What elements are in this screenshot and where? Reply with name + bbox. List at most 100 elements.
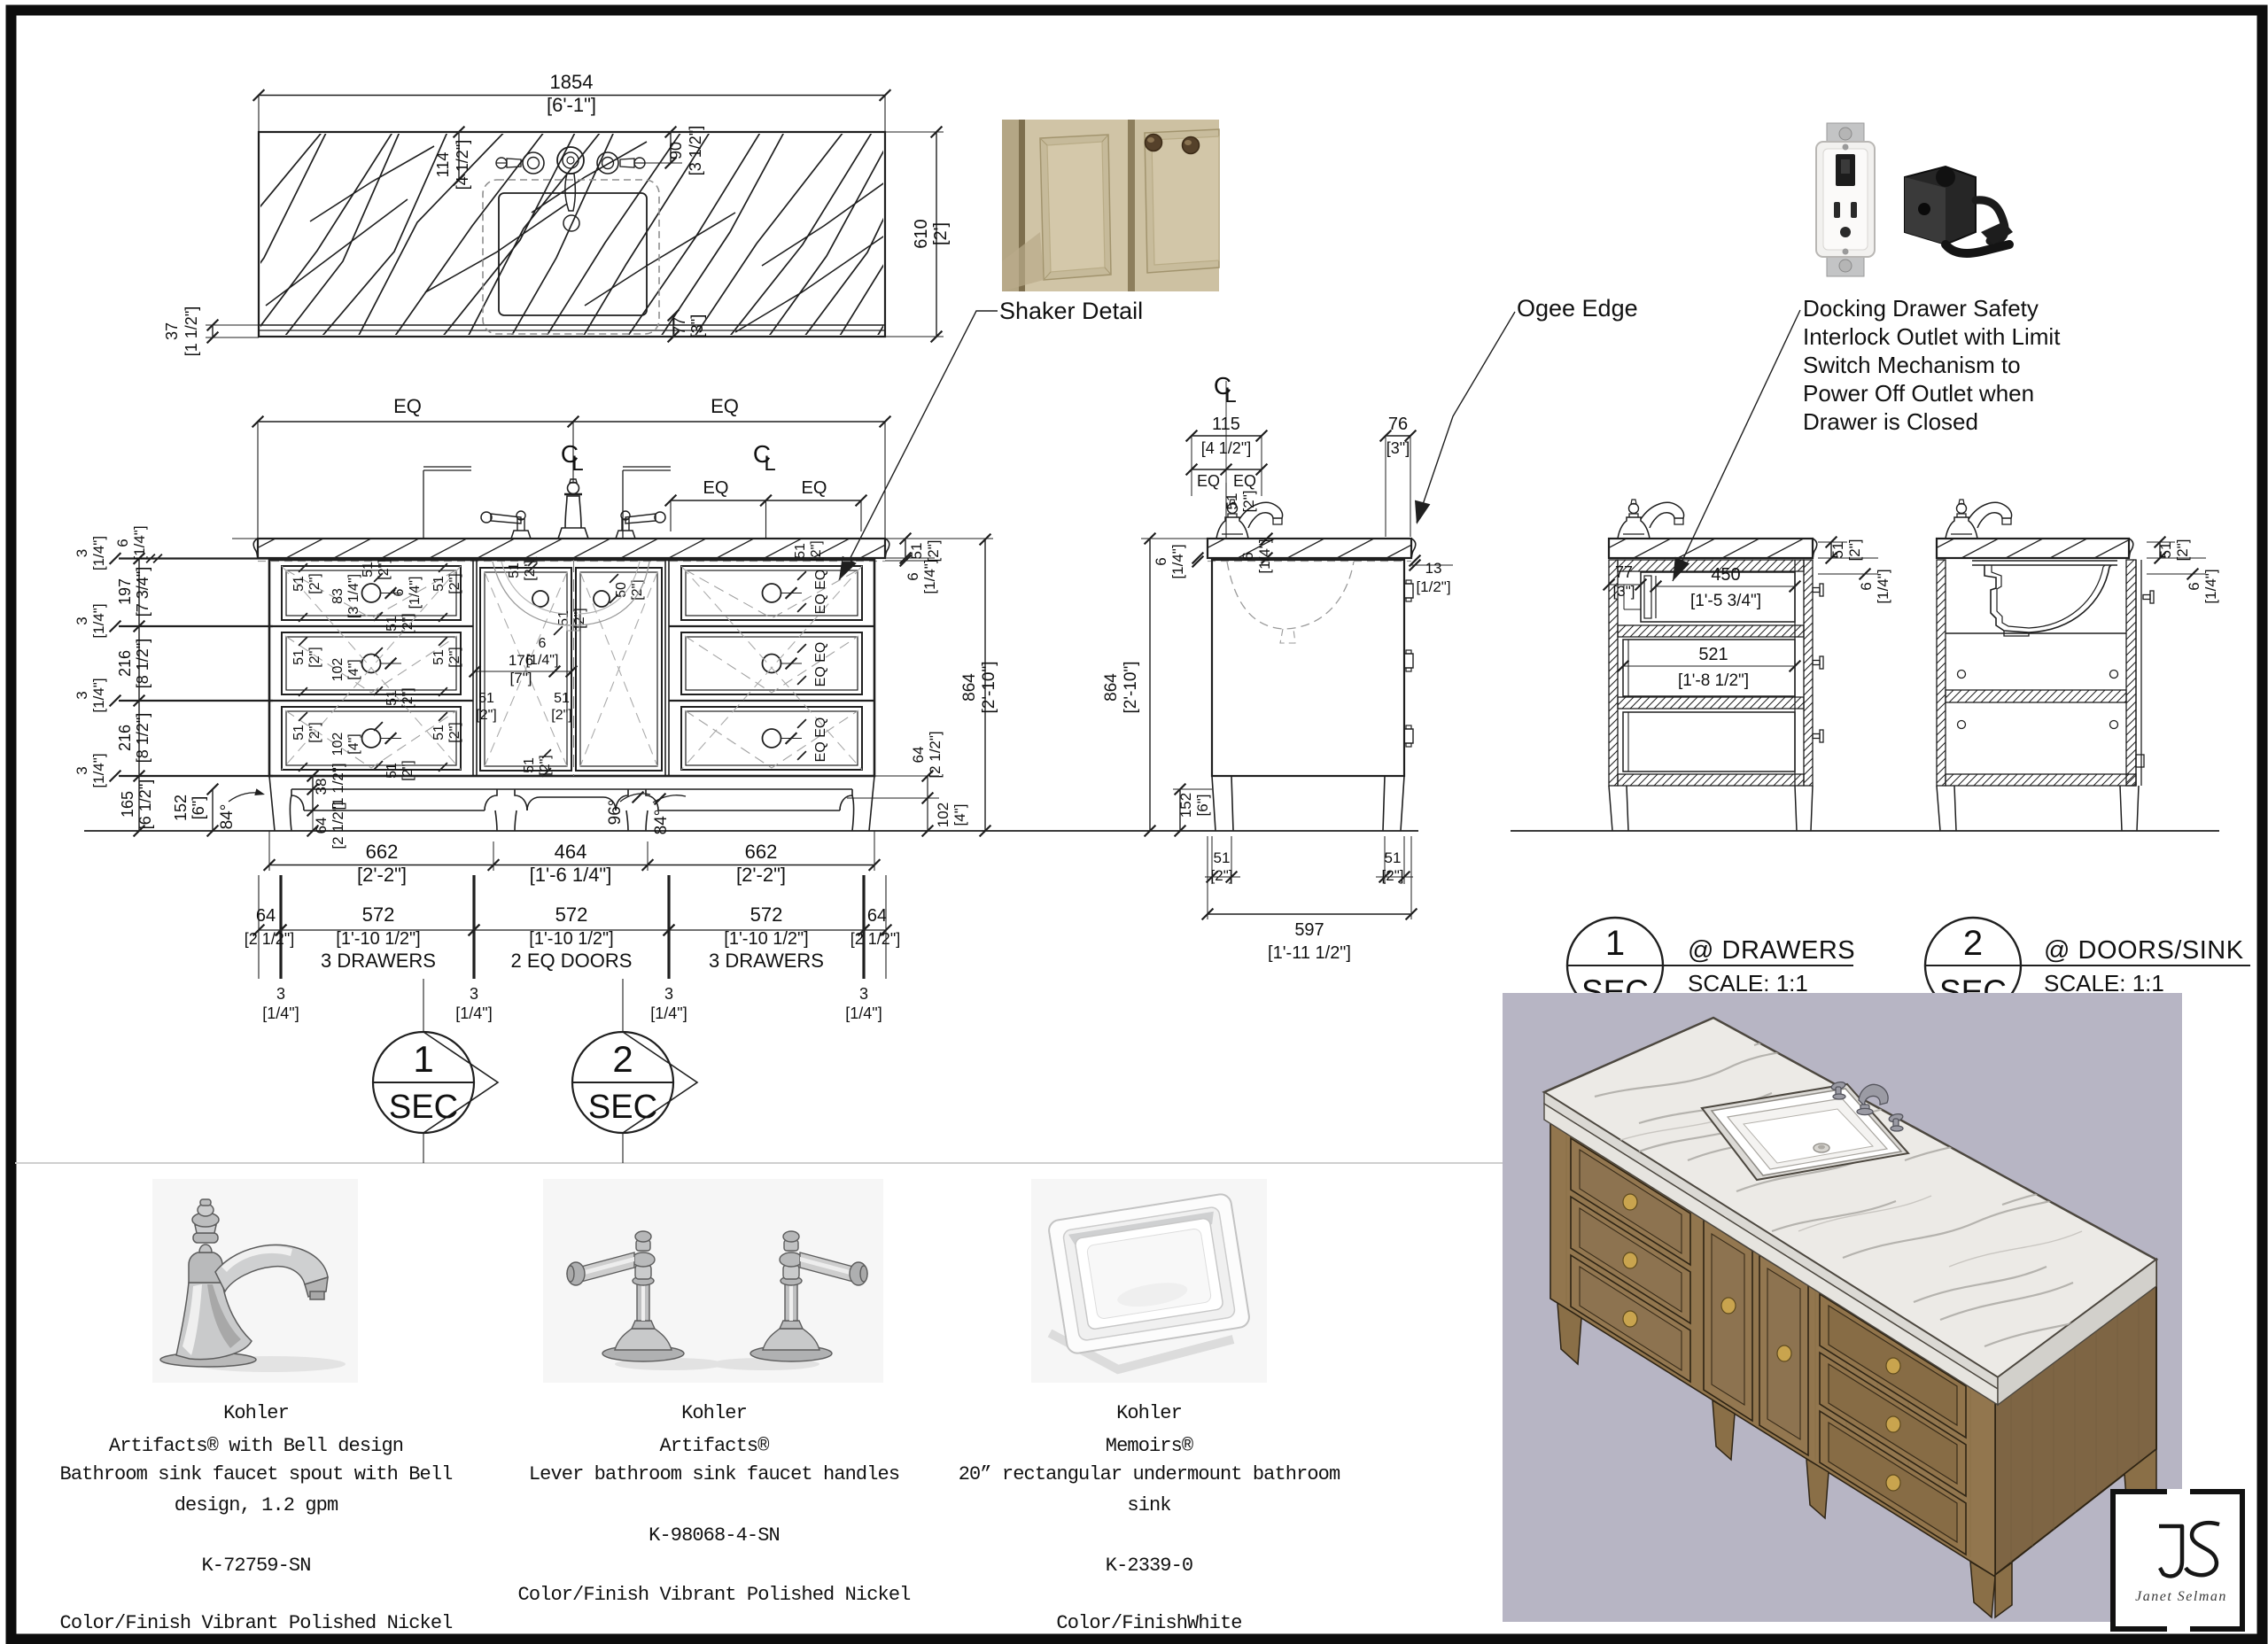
svg-text:51: 51 [291, 725, 307, 741]
svg-text:51: 51 [431, 576, 447, 592]
svg-text:[4"]: [4"] [951, 804, 968, 826]
svg-text:K-98068-4-SN: K-98068-4-SN [649, 1524, 780, 1547]
svg-text:@ DOORS/SINK: @ DOORS/SINK [2044, 936, 2244, 965]
svg-text:51: 51 [431, 649, 447, 665]
svg-text:K-2339-0: K-2339-0 [1106, 1555, 1192, 1577]
svg-text:Kohler: Kohler [1116, 1402, 1182, 1424]
svg-text:[2"]: [2"] [400, 760, 416, 780]
svg-text:[1/4"]: [1/4"] [90, 603, 107, 638]
svg-text:216: 216 [116, 650, 134, 677]
svg-text:[7"]: [7"] [510, 670, 532, 686]
svg-text:1854: 1854 [550, 71, 594, 93]
svg-text:Switch Mechanism to: Switch Mechanism to [1803, 352, 2021, 378]
svg-text:114: 114 [434, 152, 452, 178]
svg-text:[2"]: [2"] [925, 540, 942, 562]
svg-text:[1/4"]: [1/4"] [2202, 569, 2219, 603]
svg-text:[1/4"]: [1/4"] [1875, 569, 1891, 603]
svg-text:662: 662 [745, 841, 778, 863]
svg-text:Lever bathroom sink faucet han: Lever bathroom sink faucet handles [529, 1463, 899, 1485]
svg-text:[4"]: [4"] [346, 733, 361, 754]
svg-text:102: 102 [935, 803, 951, 827]
svg-text:SCALE: 1:1: SCALE: 1:1 [1688, 970, 1808, 996]
svg-text:[1'-11 1/2"]: [1'-11 1/2"] [1268, 943, 1351, 963]
svg-text:EQ: EQ [1197, 472, 1220, 490]
svg-text:51: 51 [522, 757, 537, 773]
svg-text:[2"]: [2"] [447, 647, 462, 667]
svg-text:50: 50 [614, 582, 629, 598]
svg-text:[1/4"]: [1/4"] [1256, 539, 1273, 573]
svg-text:Ogee Edge: Ogee Edge [1517, 295, 1638, 322]
svg-text:3: 3 [664, 985, 673, 1003]
svg-text:EQ: EQ [703, 478, 729, 498]
svg-text:EQ: EQ [802, 478, 827, 498]
svg-text:572: 572 [362, 903, 395, 926]
svg-text:[1/4"]: [1/4"] [90, 753, 107, 787]
svg-text:176: 176 [509, 652, 533, 669]
svg-text:76: 76 [1388, 415, 1408, 434]
svg-text:64: 64 [867, 906, 887, 926]
svg-text:51: 51 [908, 543, 925, 560]
svg-text:64: 64 [910, 747, 927, 764]
svg-text:51: 51 [291, 576, 307, 592]
svg-text:102: 102 [330, 658, 346, 682]
svg-text:[2"]: [2"] [2174, 539, 2191, 562]
svg-text:[8 1/2"]: [8 1/2"] [134, 639, 151, 688]
svg-text:[1'-10 1/2"]: [1'-10 1/2"] [529, 929, 613, 949]
svg-text:216: 216 [116, 725, 134, 751]
svg-text:[3"]: [3"] [1386, 439, 1410, 457]
svg-text:51: 51 [384, 763, 400, 779]
svg-text:[2"]: [2"] [400, 613, 416, 633]
svg-text:572: 572 [750, 903, 783, 926]
svg-text:6: 6 [905, 572, 921, 580]
svg-text:3 DRAWERS: 3 DRAWERS [321, 950, 436, 972]
svg-text:[2"]: [2"] [1382, 867, 1404, 884]
svg-text:864: 864 [1102, 673, 1121, 702]
svg-text:96°: 96° [606, 800, 625, 826]
svg-text:51: 51 [478, 691, 494, 706]
svg-text:[3 1/4"]: [3 1/4"] [346, 574, 361, 618]
svg-text:6: 6 [1858, 582, 1875, 590]
svg-text:[1'-10 1/2"]: [1'-10 1/2"] [336, 929, 420, 949]
svg-text:51: 51 [2157, 542, 2174, 559]
svg-text:[3"]: [3"] [688, 314, 706, 337]
svg-text:[1/2"]: [1/2"] [1416, 578, 1450, 595]
svg-text:[2"]: [2"] [447, 722, 462, 742]
svg-text:84°: 84° [218, 804, 237, 830]
svg-text:[2"]: [2"] [307, 722, 322, 742]
svg-text:Kohler: Kohler [223, 1402, 289, 1424]
svg-text:K-72759-SN: K-72759-SN [201, 1555, 310, 1577]
svg-text:1: 1 [1605, 924, 1625, 963]
svg-text:464: 464 [555, 841, 587, 863]
svg-text:[1/4"]: [1/4"] [921, 559, 938, 593]
svg-text:84°: 84° [652, 810, 671, 835]
svg-text:Docking Drawer Safety: Docking Drawer Safety [1803, 295, 2039, 322]
svg-text:152: 152 [1177, 793, 1194, 818]
svg-text:EQ EQ: EQ EQ [813, 717, 828, 763]
svg-text:197: 197 [116, 578, 134, 605]
svg-text:64: 64 [256, 906, 276, 926]
svg-text:SEC: SEC [389, 1089, 458, 1126]
svg-text:3: 3 [74, 616, 90, 624]
svg-text:EQ EQ: EQ EQ [813, 570, 828, 615]
svg-text:@ DRAWERS: @ DRAWERS [1688, 936, 1855, 965]
svg-text:[2'-10"]: [2'-10"] [1122, 662, 1140, 714]
svg-text:[2"]: [2"] [1846, 539, 1863, 562]
svg-text:662: 662 [366, 841, 399, 863]
svg-text:Color/Finish Vibrant Polished: Color/Finish Vibrant Polished Nickel [518, 1584, 911, 1606]
svg-text:[2"]: [2"] [447, 573, 462, 593]
svg-text:51: 51 [1223, 493, 1240, 510]
svg-text:[3 1/2"]: [3 1/2"] [687, 126, 704, 175]
svg-text:152: 152 [172, 795, 190, 821]
svg-text:13: 13 [1425, 560, 1442, 577]
svg-text:165: 165 [119, 791, 136, 818]
svg-text:Drawer is Closed: Drawer is Closed [1803, 408, 1978, 435]
svg-text:sink: sink [1127, 1494, 1171, 1516]
svg-text:Bathroom sink faucet spout wit: Bathroom sink faucet spout with Bell [60, 1463, 453, 1485]
svg-text:3: 3 [470, 985, 478, 1003]
svg-text:[2 1/2"]: [2 1/2"] [330, 802, 346, 849]
svg-text:51: 51 [793, 543, 808, 559]
svg-text:450: 450 [1711, 565, 1740, 585]
svg-text:521: 521 [1698, 645, 1728, 664]
svg-text:L: L [571, 452, 583, 476]
svg-text:Shaker Detail: Shaker Detail [999, 298, 1143, 324]
